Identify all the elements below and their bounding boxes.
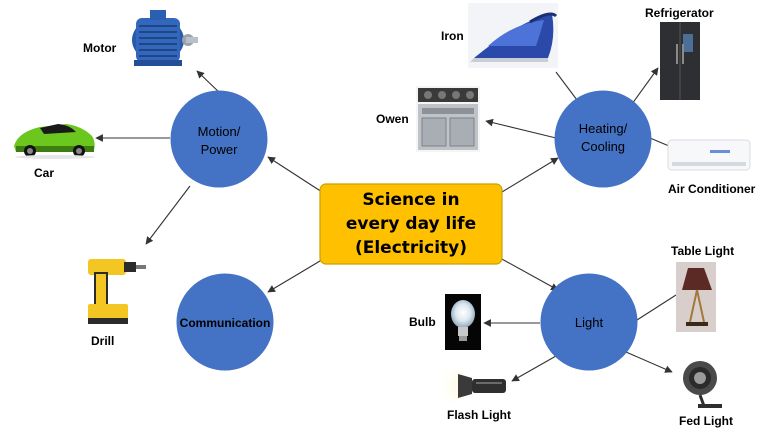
hub-heating-line-2: Cooling xyxy=(581,139,625,154)
arrow-center-to-light xyxy=(499,257,559,291)
hub-heating: Heating/ Cooling xyxy=(554,90,652,188)
connectors xyxy=(95,67,677,382)
arrow-center-to-communication xyxy=(267,257,326,293)
iron-image xyxy=(468,3,558,68)
car-image xyxy=(14,124,95,159)
flash-light-image xyxy=(434,370,506,402)
hub-motion-line-1: Motion/ xyxy=(198,124,241,139)
arrow-center-to-heating xyxy=(501,157,559,193)
label-motor: Motor xyxy=(83,41,117,55)
label-bulb: Bulb xyxy=(409,315,436,329)
center-line-2: every day life xyxy=(346,214,476,234)
hub-motion: Motion/ Power xyxy=(170,90,268,188)
refrigerator-image xyxy=(660,22,700,100)
arrow-light-to-flashlight xyxy=(511,355,557,382)
arrow-heating-to-iron xyxy=(555,71,581,105)
label-owen: Owen xyxy=(376,112,409,126)
label-flash-light: Flash Light xyxy=(447,408,511,422)
label-table-light: Table Light xyxy=(671,244,734,258)
fed-light-image xyxy=(683,361,722,408)
arrow-motion-to-drill xyxy=(145,185,191,245)
arrow-light-to-fedlight xyxy=(625,351,673,373)
arrow-heating-to-refrigerator xyxy=(631,67,659,105)
table-light-image xyxy=(676,262,716,332)
label-drill: Drill xyxy=(91,334,114,348)
air-conditioner-image xyxy=(667,139,751,171)
label-iron: Iron xyxy=(441,29,464,43)
owen-image xyxy=(416,86,480,152)
bulb-image xyxy=(445,294,481,350)
motor-image xyxy=(127,4,199,70)
arrow-heating-to-ac xyxy=(649,137,670,147)
arrow-light-to-tablelight xyxy=(636,294,677,321)
arrow-heating-to-owen xyxy=(485,118,557,139)
hub-light-label: Light xyxy=(575,315,604,330)
hub-communication: Communication xyxy=(176,273,274,371)
hub-communication-label: Communication xyxy=(180,316,271,330)
label-car: Car xyxy=(34,166,54,180)
label-refrigerator: Refrigerator xyxy=(645,6,714,20)
hub-motion-line-2: Power xyxy=(201,142,239,157)
drill-image xyxy=(88,259,146,324)
arrow-center-to-motion xyxy=(267,156,323,193)
center-line-1: Science in xyxy=(362,190,459,210)
hub-heating-line-1: Heating/ xyxy=(579,121,628,136)
hub-light: Light xyxy=(540,273,638,371)
label-air-conditioner: Air Conditioner xyxy=(668,182,756,196)
label-fed-light: Fed Light xyxy=(679,414,733,428)
center-line-3: (Electricity) xyxy=(355,238,467,258)
center-node: Science in every day life (Electricity) xyxy=(319,183,503,265)
